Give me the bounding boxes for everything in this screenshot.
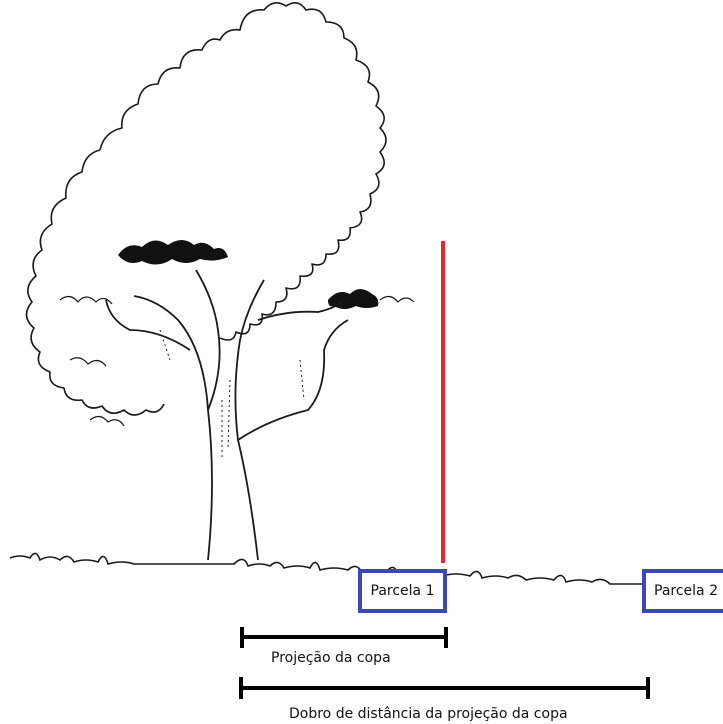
tree-sketch-icon	[25, 2, 415, 561]
crown-projection-label: Projeção da copa	[271, 650, 391, 666]
ground-line	[9, 552, 660, 585]
crown-inner-detail	[59, 295, 415, 427]
crown-outline	[25, 2, 387, 416]
plot-1-label: Parcela 1	[370, 583, 435, 599]
double-distance-label: Dobro de distância da projeção da copa	[289, 706, 568, 722]
plot-1-box: Parcela 1	[358, 569, 447, 613]
trunk-shading	[159, 329, 305, 460]
foliage-tuft-left	[118, 240, 228, 265]
double-distance-bar	[239, 677, 650, 699]
crown-projection-bar	[240, 627, 448, 648]
plot-2-box: Parcela 2	[642, 569, 723, 613]
plot-2-label: Parcela 2	[654, 583, 718, 599]
trunk	[105, 269, 349, 561]
